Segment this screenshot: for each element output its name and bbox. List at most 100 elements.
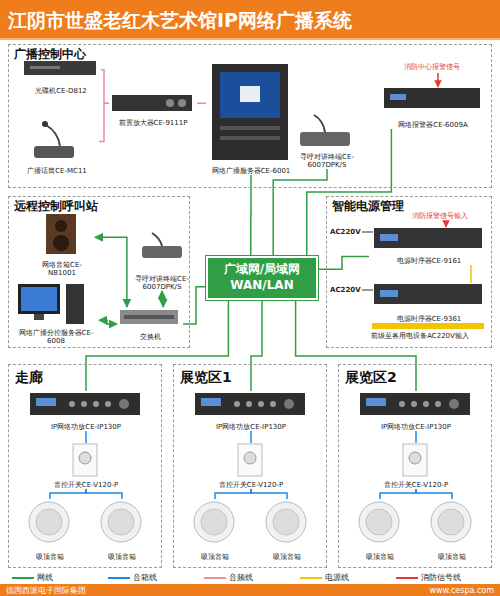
device-label: 寻呼对讲终端CE-6007DPK/S bbox=[291, 153, 363, 169]
device-label: 吸顶音箱 bbox=[438, 553, 466, 561]
connector bbox=[415, 431, 417, 443]
device-label: 网络广播服务器CE-6001 bbox=[212, 167, 291, 175]
microphone-head bbox=[42, 121, 48, 127]
legend-swatch-box bbox=[12, 575, 34, 581]
annotation-label: AC220V bbox=[330, 286, 364, 294]
server-vent bbox=[220, 136, 280, 140]
speaker-cone bbox=[55, 220, 67, 232]
section-heading: 走廊 bbox=[9, 365, 161, 385]
legend-swatch-box bbox=[300, 575, 322, 581]
device-label: 网络音箱CE-NB1001 bbox=[29, 261, 95, 277]
device-label: 前置放大器CE-9111P bbox=[119, 119, 188, 127]
connectors bbox=[50, 70, 471, 499]
disc-slot bbox=[30, 66, 60, 69]
diagram-title: 江阴市世盛老红木艺术馆IP网络广播系统 bbox=[8, 8, 352, 34]
server-logo bbox=[240, 86, 260, 102]
alarm-device-symbol bbox=[384, 88, 480, 108]
legend-text: 电源线 bbox=[325, 572, 349, 583]
footer-band bbox=[0, 584, 500, 596]
legend-text: 网线 bbox=[37, 572, 53, 583]
annotation-label: 消防报警信号输入 bbox=[412, 212, 482, 220]
alarm-display bbox=[390, 94, 406, 100]
legend-swatch-box bbox=[108, 575, 130, 581]
device-box: IP网络功放CE-IP130P bbox=[192, 391, 310, 431]
legend-text: 音频线 bbox=[229, 572, 253, 583]
monitor-symbol bbox=[18, 284, 60, 314]
connector bbox=[86, 489, 122, 499]
device-label: IP网络功放CE-IP130P bbox=[381, 423, 451, 431]
connector bbox=[50, 489, 86, 499]
annotation-label: 德国西派电子国际集团 bbox=[6, 585, 206, 596]
connector bbox=[251, 300, 262, 391]
device-label: 网络报警器CE-6009A bbox=[398, 121, 467, 129]
speaker-box: 吸顶音箱 bbox=[254, 499, 320, 561]
paging-terminal-symbol bbox=[300, 132, 350, 146]
annotation-label: www.cespa.com bbox=[380, 585, 494, 596]
legend-text: 音箱线 bbox=[133, 572, 157, 583]
microphone-neck bbox=[46, 125, 60, 146]
section-heading: 展览区1 bbox=[174, 365, 326, 385]
zone-devices bbox=[29, 393, 141, 542]
connector bbox=[95, 237, 127, 307]
device-box: 广播话筒CE-MC11 bbox=[15, 119, 99, 175]
power-input-line bbox=[362, 290, 373, 291]
paging-terminal-symbol bbox=[142, 246, 182, 258]
network-speaker-symbol bbox=[46, 214, 76, 254]
section-heading: 远程控制呼叫站 bbox=[9, 197, 189, 214]
connector bbox=[99, 103, 109, 141]
network-hub: 广域网/局域网 WAN/LAN bbox=[206, 256, 318, 300]
device-label: 寻呼对讲终端CE-6007DPK/S bbox=[135, 275, 189, 291]
zone-group: 展览区1IP网络功放CE-IP130P音控开关CE-V120-P吸顶音箱吸顶音箱 bbox=[173, 364, 327, 568]
device-label: 吸顶音箱 bbox=[108, 553, 136, 561]
device-box: 光碟机CE-D812 bbox=[21, 59, 101, 95]
connector bbox=[215, 489, 251, 499]
monitor-stand bbox=[34, 314, 44, 320]
device-label: 网络广播分控服务器CE-6008 bbox=[13, 329, 99, 345]
device-box: 网络音箱CE-NB1001 bbox=[29, 213, 95, 277]
device-box: 网络报警器CE-6009A bbox=[381, 83, 485, 129]
legend-swatch bbox=[12, 577, 34, 579]
legend-swatch-box bbox=[396, 575, 418, 581]
speaker-box: 吸顶音箱 bbox=[89, 499, 155, 561]
connector bbox=[307, 129, 392, 256]
device-box: 交换机 bbox=[117, 307, 183, 341]
legend-swatch bbox=[204, 577, 226, 579]
server-vent bbox=[220, 126, 280, 130]
legend-item: 消防信号线 bbox=[396, 572, 461, 583]
speaker-box: 吸顶音箱 bbox=[17, 499, 83, 561]
device-label: 电源时序器CE-9161 bbox=[397, 257, 462, 265]
title-band bbox=[0, 0, 500, 38]
connector bbox=[380, 489, 416, 499]
device-box: 电源时序器CE-9161 bbox=[369, 223, 489, 265]
title-rule bbox=[0, 38, 500, 40]
connector bbox=[99, 320, 117, 324]
zone-group: 走廊IP网络功放CE-IP130P音控开关CE-V120-P吸顶音箱吸顶音箱 bbox=[8, 364, 162, 568]
preamp-symbol bbox=[112, 95, 192, 111]
device-label: 广域网/局域网 WAN/LAN bbox=[208, 262, 316, 293]
monitor-screen bbox=[21, 287, 57, 311]
device-label: 光碟机CE-D812 bbox=[35, 87, 87, 95]
device-label: IP网络功放CE-IP130P bbox=[216, 423, 286, 431]
section-heading: 展览区2 bbox=[339, 365, 491, 385]
device-label: 音控开关CE-V120-P bbox=[54, 481, 118, 489]
power-sequencer-symbol bbox=[374, 284, 482, 304]
device-box: 寻呼对讲终端CE-6007DPK/S bbox=[135, 229, 189, 291]
device-label: 吸顶音箱 bbox=[366, 553, 394, 561]
legend-item: 音频线 bbox=[204, 572, 253, 583]
legend-item: 音箱线 bbox=[108, 572, 157, 583]
legend-item: 网线 bbox=[12, 572, 53, 583]
knob bbox=[166, 99, 174, 107]
speaker-cone bbox=[53, 235, 69, 251]
device-box: 网络广播分控服务器CE-6008 bbox=[13, 283, 99, 345]
connector bbox=[416, 489, 452, 499]
sequencer-display bbox=[380, 290, 398, 297]
device-label: 广播话筒CE-MC11 bbox=[27, 167, 87, 175]
connector bbox=[183, 287, 206, 324]
power-input-line bbox=[362, 232, 373, 233]
device-label: 音控开关CE-V120-P bbox=[384, 481, 448, 489]
connector bbox=[273, 169, 327, 256]
speaker-box: 吸顶音箱 bbox=[347, 499, 413, 561]
connector bbox=[101, 70, 109, 103]
